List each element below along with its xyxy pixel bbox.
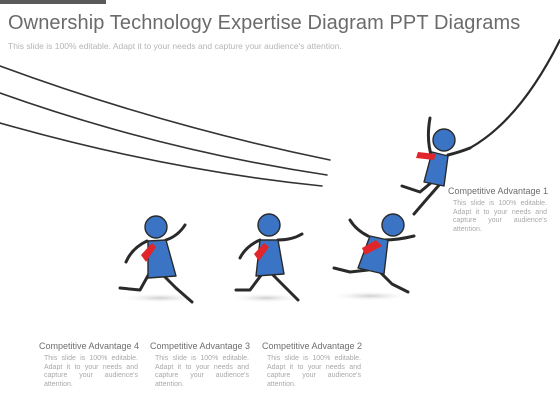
rope-line-3 [0,122,323,187]
advantage-heading-4: Competitive Advantage 4 [39,341,140,351]
rope-line-1 [0,65,331,161]
rope-lines [0,65,331,187]
advantage-block-1: Competitive Advantage 1 This slide is 10… [448,186,552,234]
advantage-heading-1: Competitive Advantage 1 [448,186,549,196]
runner-figure-4 [118,215,194,304]
runner-figure-3 [234,213,304,302]
rope-line-2 [0,92,328,176]
runner-figure-2 [332,213,416,294]
advantage-block-4: Competitive Advantage 4 This slide is 10… [39,341,143,389]
slide-subtitle: This slide is 100% editable. Adapt it to… [8,41,342,51]
advantage-heading-2: Competitive Advantage 2 [262,341,363,351]
swing-rope [468,38,560,150]
title-accent-bar [0,0,106,4]
advantage-text-3: This slide is 100% editable. Adapt it to… [155,355,249,388]
advantage-block-3: Competitive Advantage 3 This slide is 10… [150,341,254,389]
figure-shadow [328,291,412,301]
figure-shadow [118,293,202,303]
advantage-text-4: This slide is 100% editable. Adapt it to… [44,355,138,388]
advantage-text-1: This slide is 100% editable. Adapt it to… [453,200,547,233]
slide-title: Ownership Technology Expertise Diagram P… [8,12,521,34]
advantage-block-2: Competitive Advantage 2 This slide is 10… [262,341,366,389]
advantage-text-2: This slide is 100% editable. Adapt it to… [267,355,361,388]
advantage-heading-3: Competitive Advantage 3 [150,341,251,351]
figure-shadow [228,293,304,303]
runner-figure-1 [400,116,472,216]
